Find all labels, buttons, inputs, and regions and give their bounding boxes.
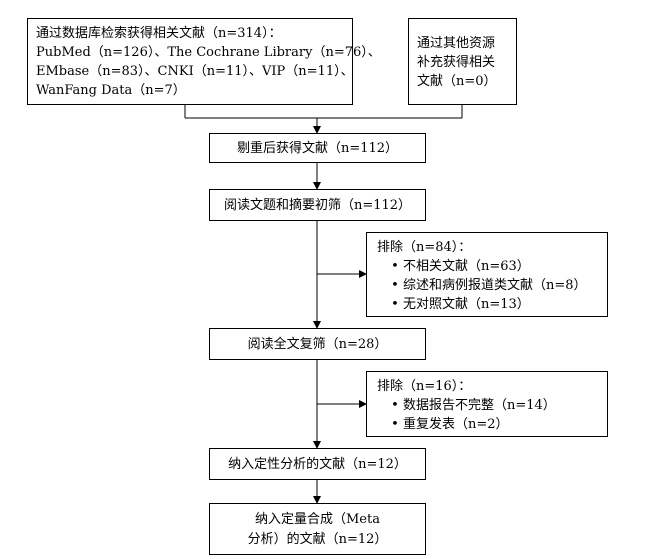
- exclusion-2-list: 数据报告不完整（n=14） 重复发表（n=2）: [387, 396, 556, 434]
- other-sources-box: 通过其他资源 补充获得相关 文献（n=0）: [408, 18, 517, 105]
- exclusion-2-heading: 排除（n=16）：: [377, 379, 472, 394]
- meta-analysis-box: 纳入定量合成（Meta 分析）的文献（n=12）: [209, 503, 426, 555]
- dedup-box: 剔重后获得文献（n=112）: [209, 133, 426, 163]
- exclusion-box-2: 排除（n=16）： 数据报告不完整（n=14） 重复发表（n=2）: [366, 371, 608, 437]
- title-abstract-screening-box: 阅读文题和摘要初筛（n=112）: [209, 189, 426, 221]
- exclusion-1-item: 不相关文献（n=63）: [387, 257, 587, 276]
- other-sources-line-2: 补充获得相关: [417, 55, 496, 70]
- search-database-line-3: EMbase（n=83）、CNKI（n=11）、VIP（n=11）、: [36, 64, 354, 79]
- qualitative-synthesis-box: 纳入定性分析的文献（n=12）: [209, 448, 426, 480]
- meta-line-1: 纳入定量合成（Meta: [255, 512, 380, 527]
- exclusion-1-item: 综述和病例报道类文献（n=8）: [387, 276, 587, 295]
- meta-line-2: 分析）的文献（n=12）: [247, 532, 388, 547]
- exclusion-box-1: 排除（n=84）： 不相关文献（n=63） 综述和病例报道类文献（n=8） 无对…: [366, 232, 608, 317]
- other-sources-line-1: 通过其他资源: [417, 36, 496, 51]
- qualitative-label: 纳入定性分析的文献（n=12）: [228, 457, 407, 472]
- search-database-line-1: 通过数据库检索获得相关文献（n=314）：: [36, 26, 282, 41]
- fulltext-label: 阅读全文复筛（n=28）: [247, 337, 388, 352]
- exclusion-1-list: 不相关文献（n=63） 综述和病例报道类文献（n=8） 无对照文献（n=13）: [387, 257, 587, 314]
- search-database-line-4: WanFang Data（n=7）: [36, 83, 186, 98]
- fulltext-screening-box: 阅读全文复筛（n=28）: [209, 328, 426, 360]
- other-sources-line-3: 文献（n=0）: [417, 74, 497, 89]
- search-database-box: 通过数据库检索获得相关文献（n=314）： PubMed（n=126）、The …: [27, 18, 381, 105]
- exclusion-1-heading: 排除（n=84）：: [377, 240, 472, 255]
- search-database-line-2: PubMed（n=126）、The Cochrane Library（n=76）…: [36, 45, 381, 60]
- exclusion-2-item: 数据报告不完整（n=14）: [387, 396, 556, 415]
- exclusion-2-item: 重复发表（n=2）: [387, 415, 556, 434]
- dedup-label: 剔重后获得文献（n=112）: [236, 141, 399, 156]
- title-abstract-label: 阅读文题和摘要初筛（n=112）: [223, 198, 412, 213]
- exclusion-1-item: 无对照文献（n=13）: [387, 295, 587, 314]
